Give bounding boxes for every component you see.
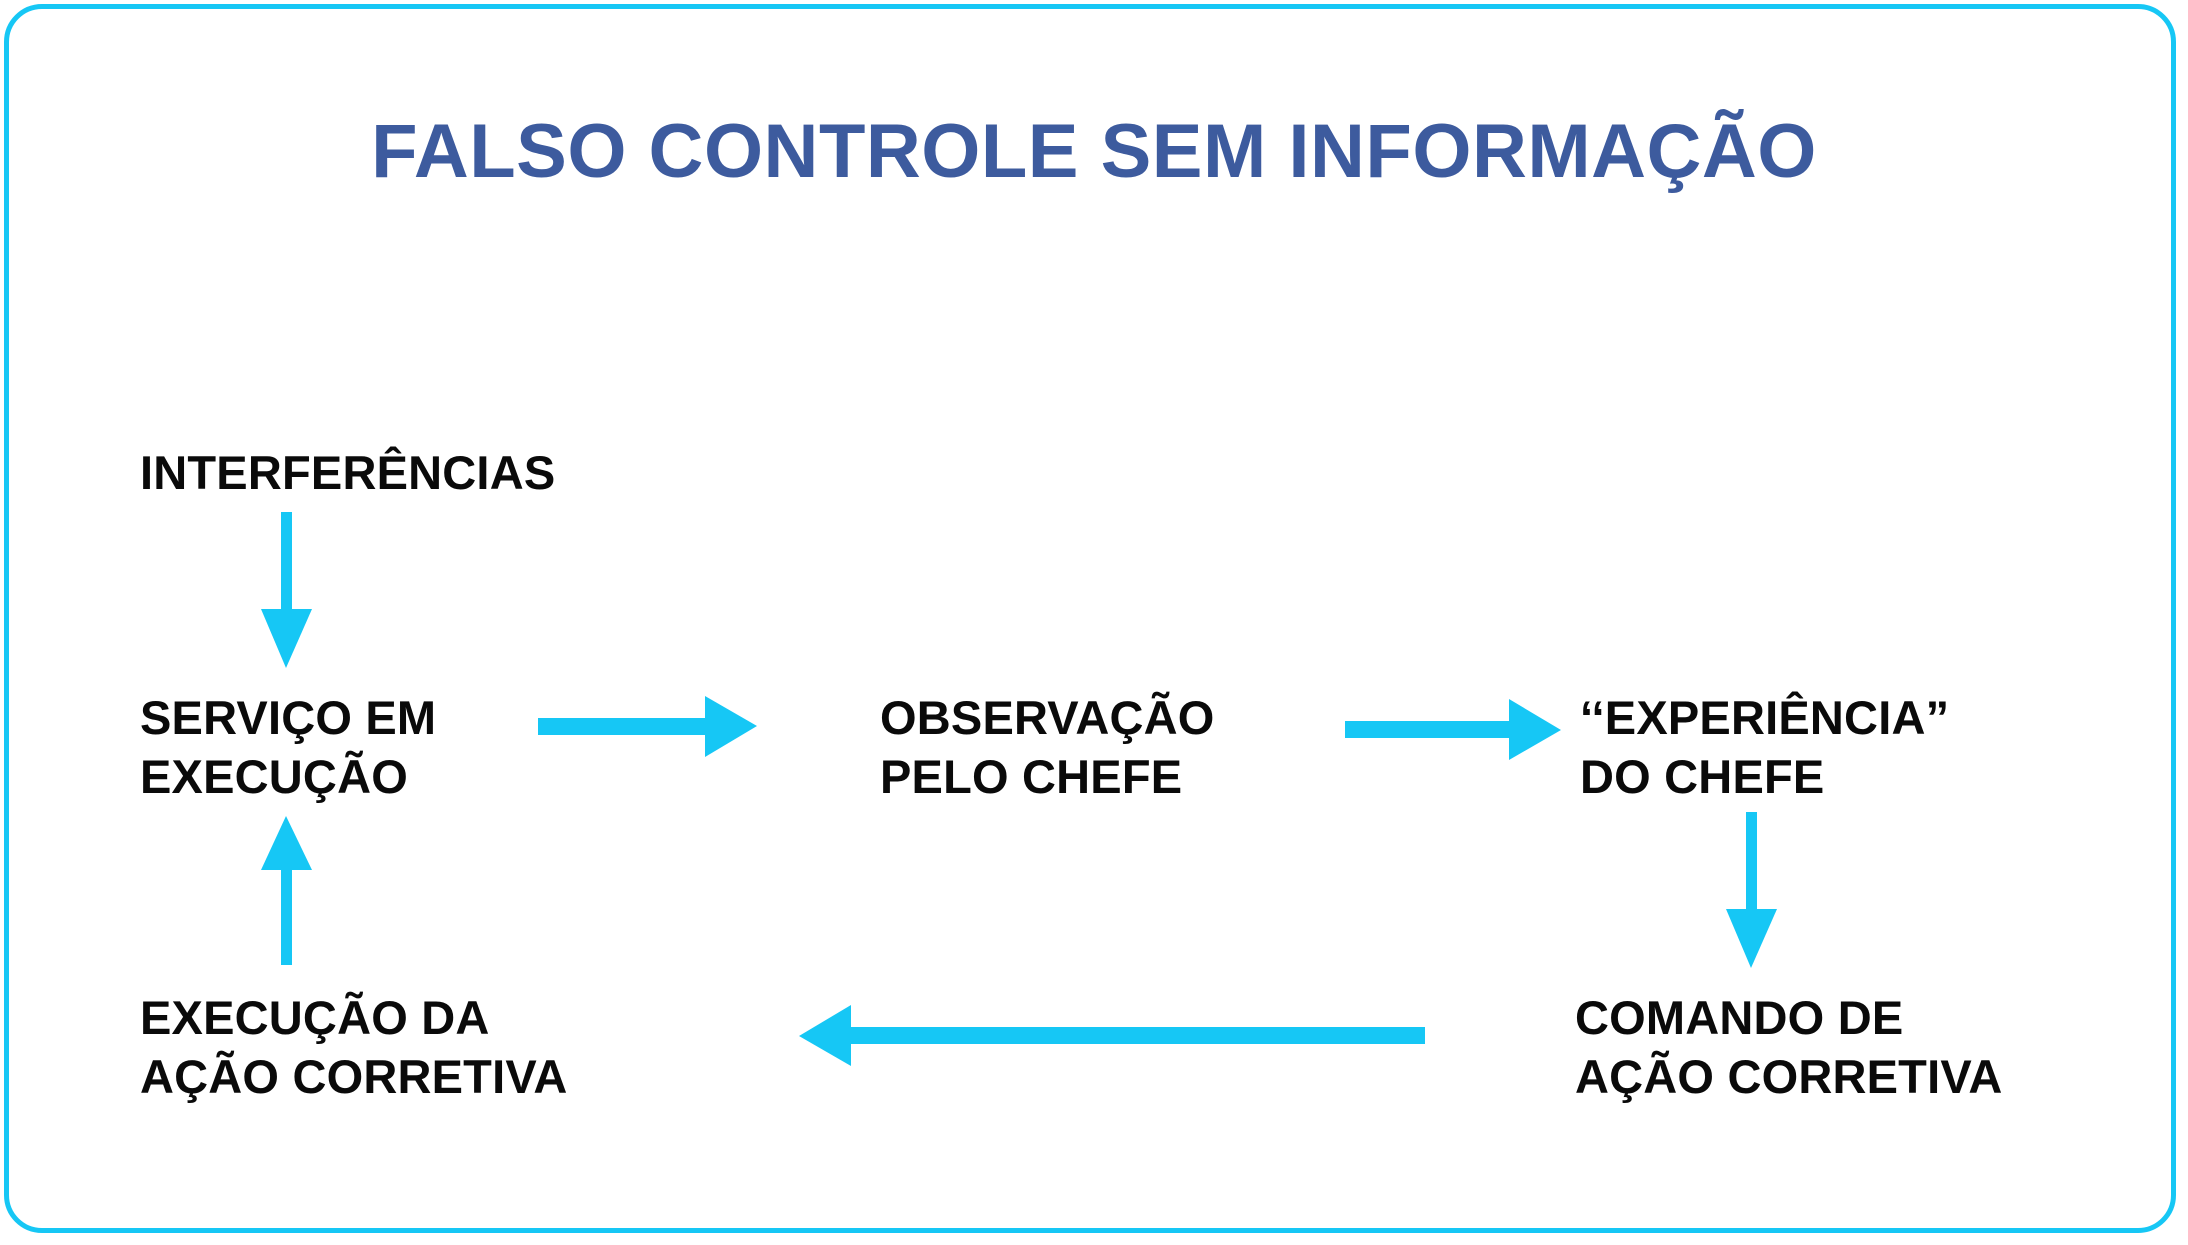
node-comando-de-acao-corretiva: COMANDO DE AÇÃO CORRETIVA: [1575, 991, 2003, 1104]
node-interferencias: INTERFERÊNCIAS: [140, 446, 556, 499]
node-servico-em-execucao: SERVIÇO EM EXECUÇÃO: [140, 691, 437, 804]
node-experiencia-do-chefe: ‘‘EXPERIÊNCIA” DO CHEFE: [1580, 691, 1950, 804]
node-execucao-da-acao-corretiva: EXECUÇÃO DA AÇÃO CORRETIVA: [140, 991, 568, 1104]
card-border: [4, 4, 2176, 1233]
node-observacao-pelo-chefe: OBSERVAÇÃO PELO CHEFE: [880, 691, 1215, 804]
page-title: FALSO CONTROLE SEM INFORMAÇÃO: [371, 109, 1817, 194]
